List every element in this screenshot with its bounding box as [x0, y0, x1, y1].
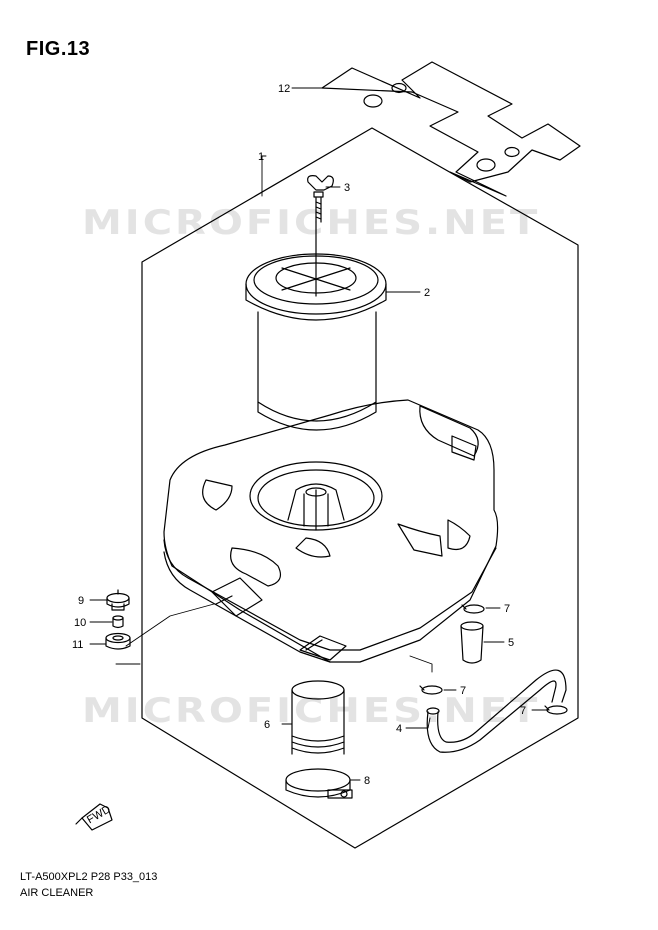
part-4-drain-hose: [426, 669, 567, 753]
leader-lines: [89, 87, 549, 781]
part-1-air-cleaner-case: [163, 399, 499, 663]
callout-11: 11: [72, 639, 83, 651]
part-11-grommet: [105, 632, 131, 650]
part-2-filter-element: [245, 221, 387, 431]
callout-7-b: 7: [460, 685, 466, 697]
part-5-drain-plug: [460, 621, 484, 664]
part-12-gasket: [321, 61, 581, 197]
fwd-label: FWD: [85, 803, 113, 826]
figure-name: AIR CLEANER: [20, 887, 94, 899]
callout-7-a: 7: [504, 603, 510, 615]
gasket-hole: [391, 82, 407, 94]
callout-1: 1: [258, 151, 264, 163]
gasket-hole: [476, 158, 496, 172]
callout-8: 8: [364, 775, 370, 787]
callout-5: 5: [508, 637, 514, 649]
fwd-arrow-icon: [75, 803, 113, 831]
callout-12: 12: [278, 83, 290, 95]
part-10-collar: [112, 615, 124, 629]
callout-7-c: 7: [520, 705, 526, 717]
part-7-clamp-b: [419, 685, 443, 695]
part-7-clamp-a: [461, 604, 485, 614]
gasket-hole: [363, 94, 383, 108]
part-6-intake-boot: [291, 680, 345, 755]
callout-6: 6: [264, 719, 270, 731]
callout-10: 10: [74, 617, 86, 629]
part-8-hose-clamp: [285, 768, 353, 799]
callout-4: 4: [396, 723, 402, 735]
figure-code: LT-A500XPL2 P28 P33_013: [20, 871, 158, 883]
part-9-bolt: [106, 589, 130, 611]
callout-9: 9: [78, 595, 84, 607]
gasket-hole: [504, 146, 520, 158]
figure-title: FIG.13: [26, 38, 91, 60]
part-3-wing-bolt: [307, 175, 334, 223]
callout-3: 3: [344, 182, 350, 194]
watermark-top: MICROFICHES.NET: [82, 203, 541, 243]
callout-2: 2: [424, 287, 430, 299]
assembly-outline: [141, 127, 579, 849]
